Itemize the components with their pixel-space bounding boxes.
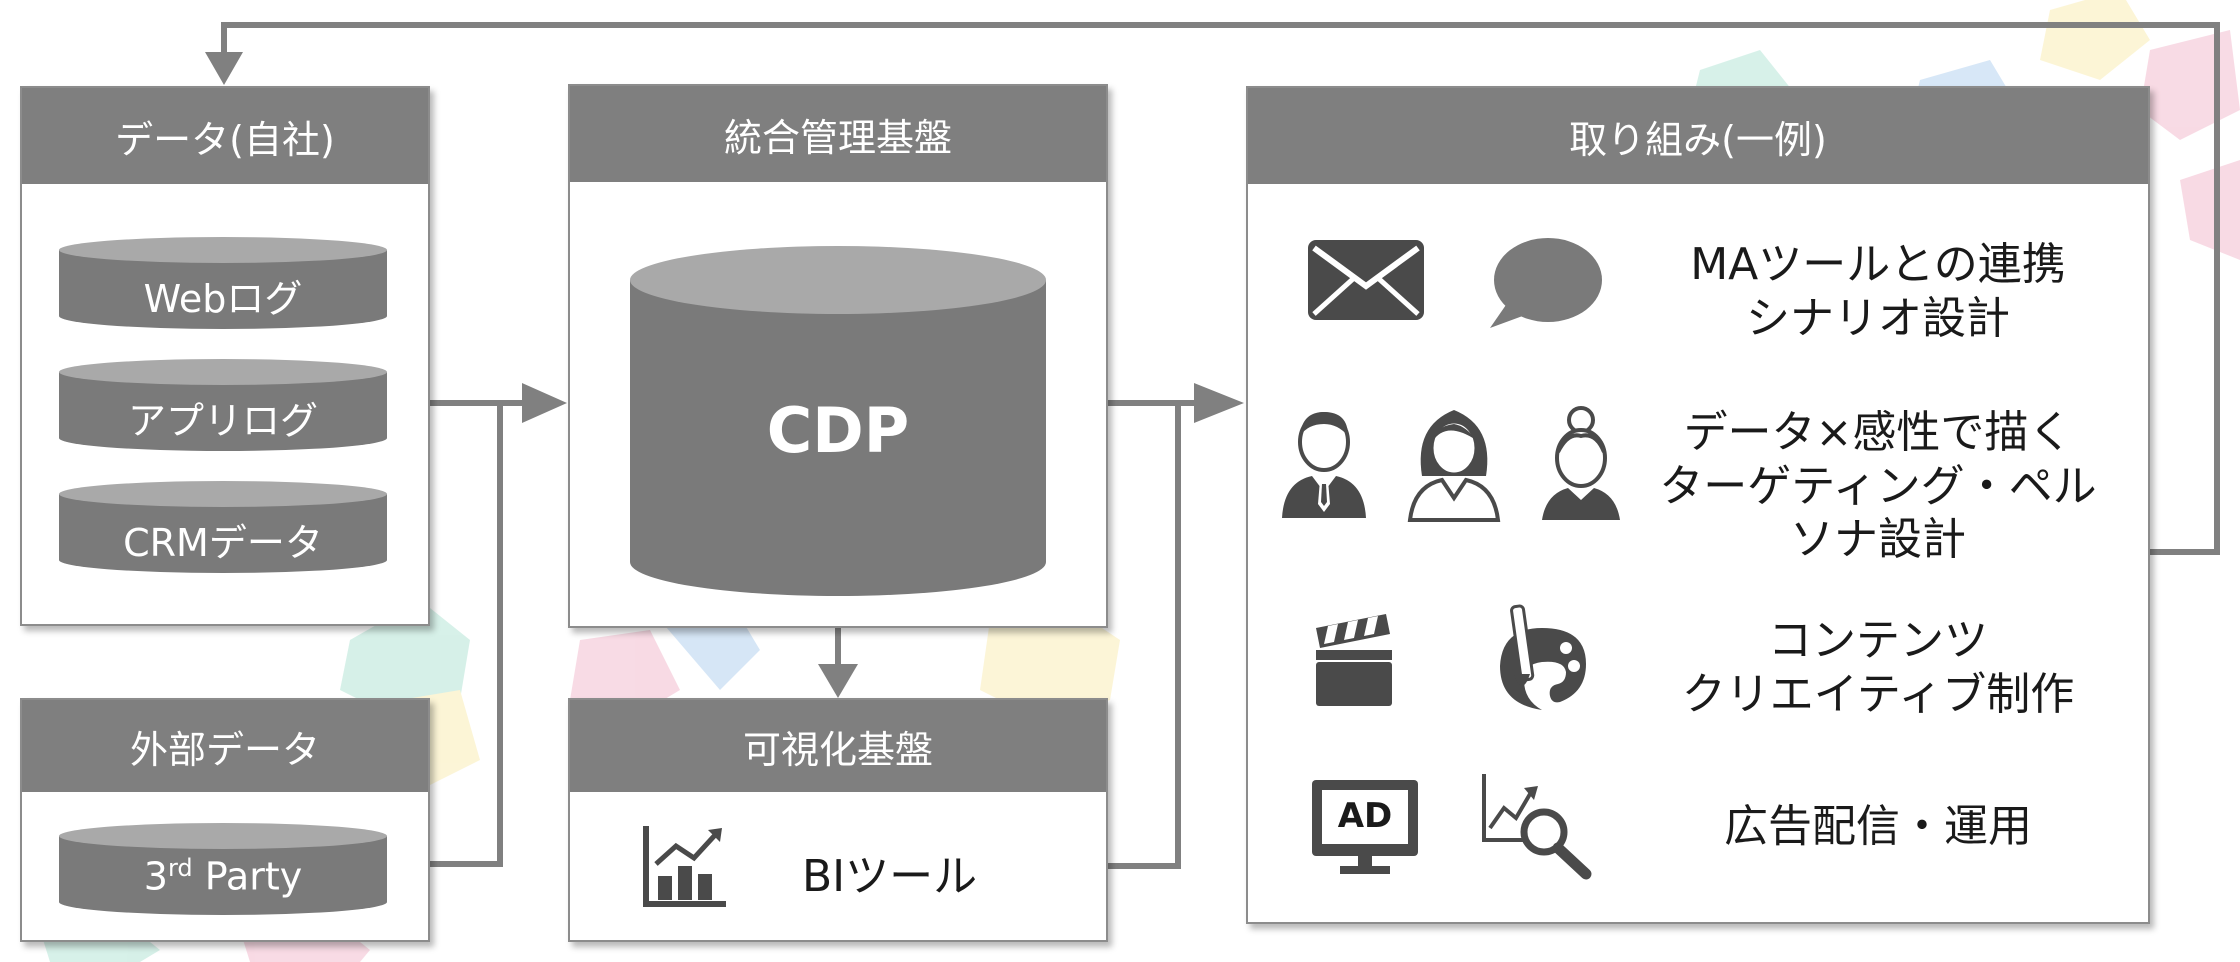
own-data-panel: データ(自社) Webログ アプリログ CRMデータ <box>20 86 430 626</box>
businessman-icon <box>1282 412 1366 518</box>
envelope-icon <box>1308 240 1424 320</box>
external-data-title: 外部データ <box>22 700 428 792</box>
third-party-label: 3rd Party <box>57 854 389 899</box>
cdp-cylinder: CDP <box>628 244 1048 598</box>
ma-tool-line-2: シナリオ設計 <box>1746 292 2010 344</box>
elderly-woman-icon <box>1542 406 1620 520</box>
initiatives-title: 取り組み(一例) <box>1248 88 2148 184</box>
app-log-label: アプリログ <box>127 399 318 443</box>
targeting-line-1: データ×感性で描く <box>1683 407 2073 458</box>
artist-palette-icon <box>1500 604 1586 710</box>
arrow-head-initiatives <box>1194 383 1244 423</box>
crm-data-label: CRMデータ <box>123 521 323 565</box>
ad-delivery-text: 広告配信・運用 <box>1648 800 2108 854</box>
woman-icon <box>1407 410 1501 522</box>
ad-delivery-line-1: 広告配信・運用 <box>1724 801 2032 852</box>
targeting-text: データ×感性で描く ターゲティング・ペル ソナ設計 <box>1648 406 2108 567</box>
initiatives-panel: 取り組み(一例) MAツールとの連携 シナリオ設計 データ×感性で描く ターゲテ… <box>1246 86 2150 924</box>
third-party-number: 3 <box>143 854 168 899</box>
clapperboard-icon <box>1316 614 1392 706</box>
visualization-connector <box>1108 403 1181 869</box>
external-data-connector <box>430 403 503 867</box>
speech-bubble-icon <box>1490 238 1602 328</box>
arrow-head-visualization <box>818 664 858 698</box>
integration-panel: 統合管理基盤 CDP <box>568 84 1108 628</box>
web-log-cylinder: Webログ <box>57 236 389 331</box>
cdp-label: CDP <box>766 394 910 467</box>
ad-label: AD <box>1337 796 1393 836</box>
third-party-text: Party <box>192 854 303 899</box>
visualization-title: 可視化基盤 <box>570 700 1106 792</box>
analytics-search-icon <box>1482 774 1592 880</box>
arrow-head-own-data <box>205 52 243 85</box>
third-party-ordinal: rd <box>167 854 193 882</box>
content-text: コンテンツ クリエイティブ制作 <box>1648 614 2108 721</box>
own-data-title: データ(自社) <box>22 88 428 184</box>
bar-chart-icon <box>643 826 726 907</box>
targeting-line-3: ソナ設計 <box>1790 514 1966 566</box>
app-log-cylinder: アプリログ <box>57 358 389 453</box>
feedback-loop-line <box>221 22 2220 555</box>
arrow-head-integration <box>522 383 567 423</box>
targeting-line-2: ターゲティング・ペル <box>1659 460 2097 512</box>
ma-tool-line-1: MAツールとの連携 <box>1690 239 2066 290</box>
ad-monitor-icon <box>1312 780 1418 874</box>
content-line-1: コンテンツ <box>1768 615 1988 666</box>
crm-data-cylinder: CRMデータ <box>57 480 389 575</box>
integration-title: 統合管理基盤 <box>570 86 1106 182</box>
bi-tool-label: BIツール <box>802 851 978 902</box>
web-log-label: Webログ <box>143 277 303 321</box>
visualization-panel: 可視化基盤 BIツール <box>568 698 1108 942</box>
third-party-cylinder: 3rd Party <box>57 822 389 917</box>
external-data-panel: 外部データ 3rd Party <box>20 698 430 942</box>
content-line-2: クリエイティブ制作 <box>1681 668 2075 720</box>
ma-tool-text: MAツールとの連携 シナリオ設計 <box>1648 238 2108 345</box>
